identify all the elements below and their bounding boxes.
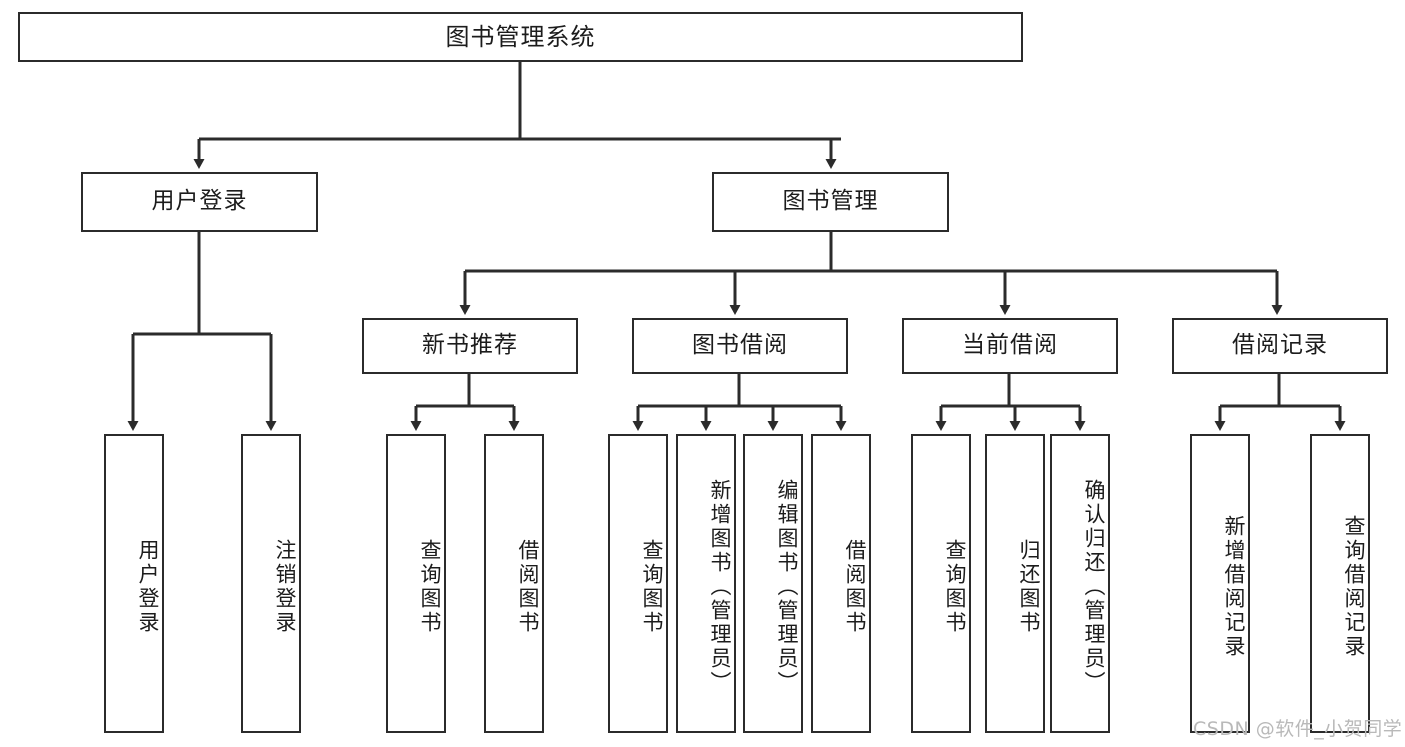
node-current-borrow[interactable]: 当前借阅 bbox=[902, 318, 1118, 374]
node-leaf-query-borrow-record[interactable]: 查询借阅记录 bbox=[1310, 434, 1370, 733]
node-book-borrow[interactable]: 图书借阅 bbox=[632, 318, 848, 374]
node-leaf-edit-book[interactable]: 编辑图书（管理员） bbox=[743, 434, 803, 733]
node-book-manage-label: 图书管理 bbox=[782, 188, 879, 215]
node-root-label: 图书管理系统 bbox=[445, 22, 596, 51]
node-borrow-record-label: 借阅记录 bbox=[1232, 332, 1328, 359]
node-leaf-query-book-2[interactable]: 查询图书 bbox=[608, 434, 668, 733]
node-leaf-add-book-label: 新增图书（管理员） bbox=[708, 478, 732, 695]
node-leaf-return-book[interactable]: 归还图书 bbox=[985, 434, 1045, 733]
node-leaf-edit-book-label: 编辑图书（管理员） bbox=[775, 478, 799, 695]
node-new-book-recommend-label: 新书推荐 bbox=[422, 332, 518, 359]
node-user-login-label: 用户登录 bbox=[151, 188, 248, 215]
node-leaf-query-book-3-label: 查询图书 bbox=[943, 538, 967, 635]
node-leaf-borrow-book-2-label: 借阅图书 bbox=[843, 538, 867, 635]
node-leaf-user-login[interactable]: 用户登录 bbox=[104, 434, 164, 733]
node-leaf-query-book-3[interactable]: 查询图书 bbox=[911, 434, 971, 733]
node-leaf-query-book-2-label: 查询图书 bbox=[640, 538, 664, 635]
node-user-login[interactable]: 用户登录 bbox=[81, 172, 318, 232]
node-leaf-add-book[interactable]: 新增图书（管理员） bbox=[676, 434, 736, 733]
node-leaf-return-book-label: 归还图书 bbox=[1017, 538, 1041, 635]
node-current-borrow-label: 当前借阅 bbox=[962, 332, 1058, 359]
node-leaf-borrow-book-2[interactable]: 借阅图书 bbox=[811, 434, 871, 733]
node-leaf-logout-login-label: 注销登录 bbox=[273, 538, 297, 635]
node-leaf-user-login-label: 用户登录 bbox=[136, 538, 160, 635]
node-root[interactable]: 图书管理系统 bbox=[18, 12, 1023, 62]
node-leaf-confirm-return[interactable]: 确认归还（管理员） bbox=[1050, 434, 1110, 733]
watermark: CSDN @软件_小贺同学 bbox=[1193, 718, 1403, 740]
node-new-book-recommend[interactable]: 新书推荐 bbox=[362, 318, 578, 374]
node-leaf-query-borrow-record-label: 查询借阅记录 bbox=[1342, 514, 1366, 659]
node-book-manage[interactable]: 图书管理 bbox=[712, 172, 949, 232]
node-leaf-borrow-book-1-label: 借阅图书 bbox=[516, 538, 540, 635]
node-leaf-query-book-1-label: 查询图书 bbox=[418, 538, 442, 635]
node-borrow-record[interactable]: 借阅记录 bbox=[1172, 318, 1388, 374]
node-leaf-add-borrow-record-label: 新增借阅记录 bbox=[1222, 514, 1246, 659]
node-book-borrow-label: 图书借阅 bbox=[692, 332, 788, 359]
node-leaf-borrow-book-1[interactable]: 借阅图书 bbox=[484, 434, 544, 733]
node-leaf-confirm-return-label: 确认归还（管理员） bbox=[1082, 478, 1106, 695]
node-leaf-query-book-1[interactable]: 查询图书 bbox=[386, 434, 446, 733]
node-leaf-add-borrow-record[interactable]: 新增借阅记录 bbox=[1190, 434, 1250, 733]
node-leaf-logout-login[interactable]: 注销登录 bbox=[241, 434, 301, 733]
